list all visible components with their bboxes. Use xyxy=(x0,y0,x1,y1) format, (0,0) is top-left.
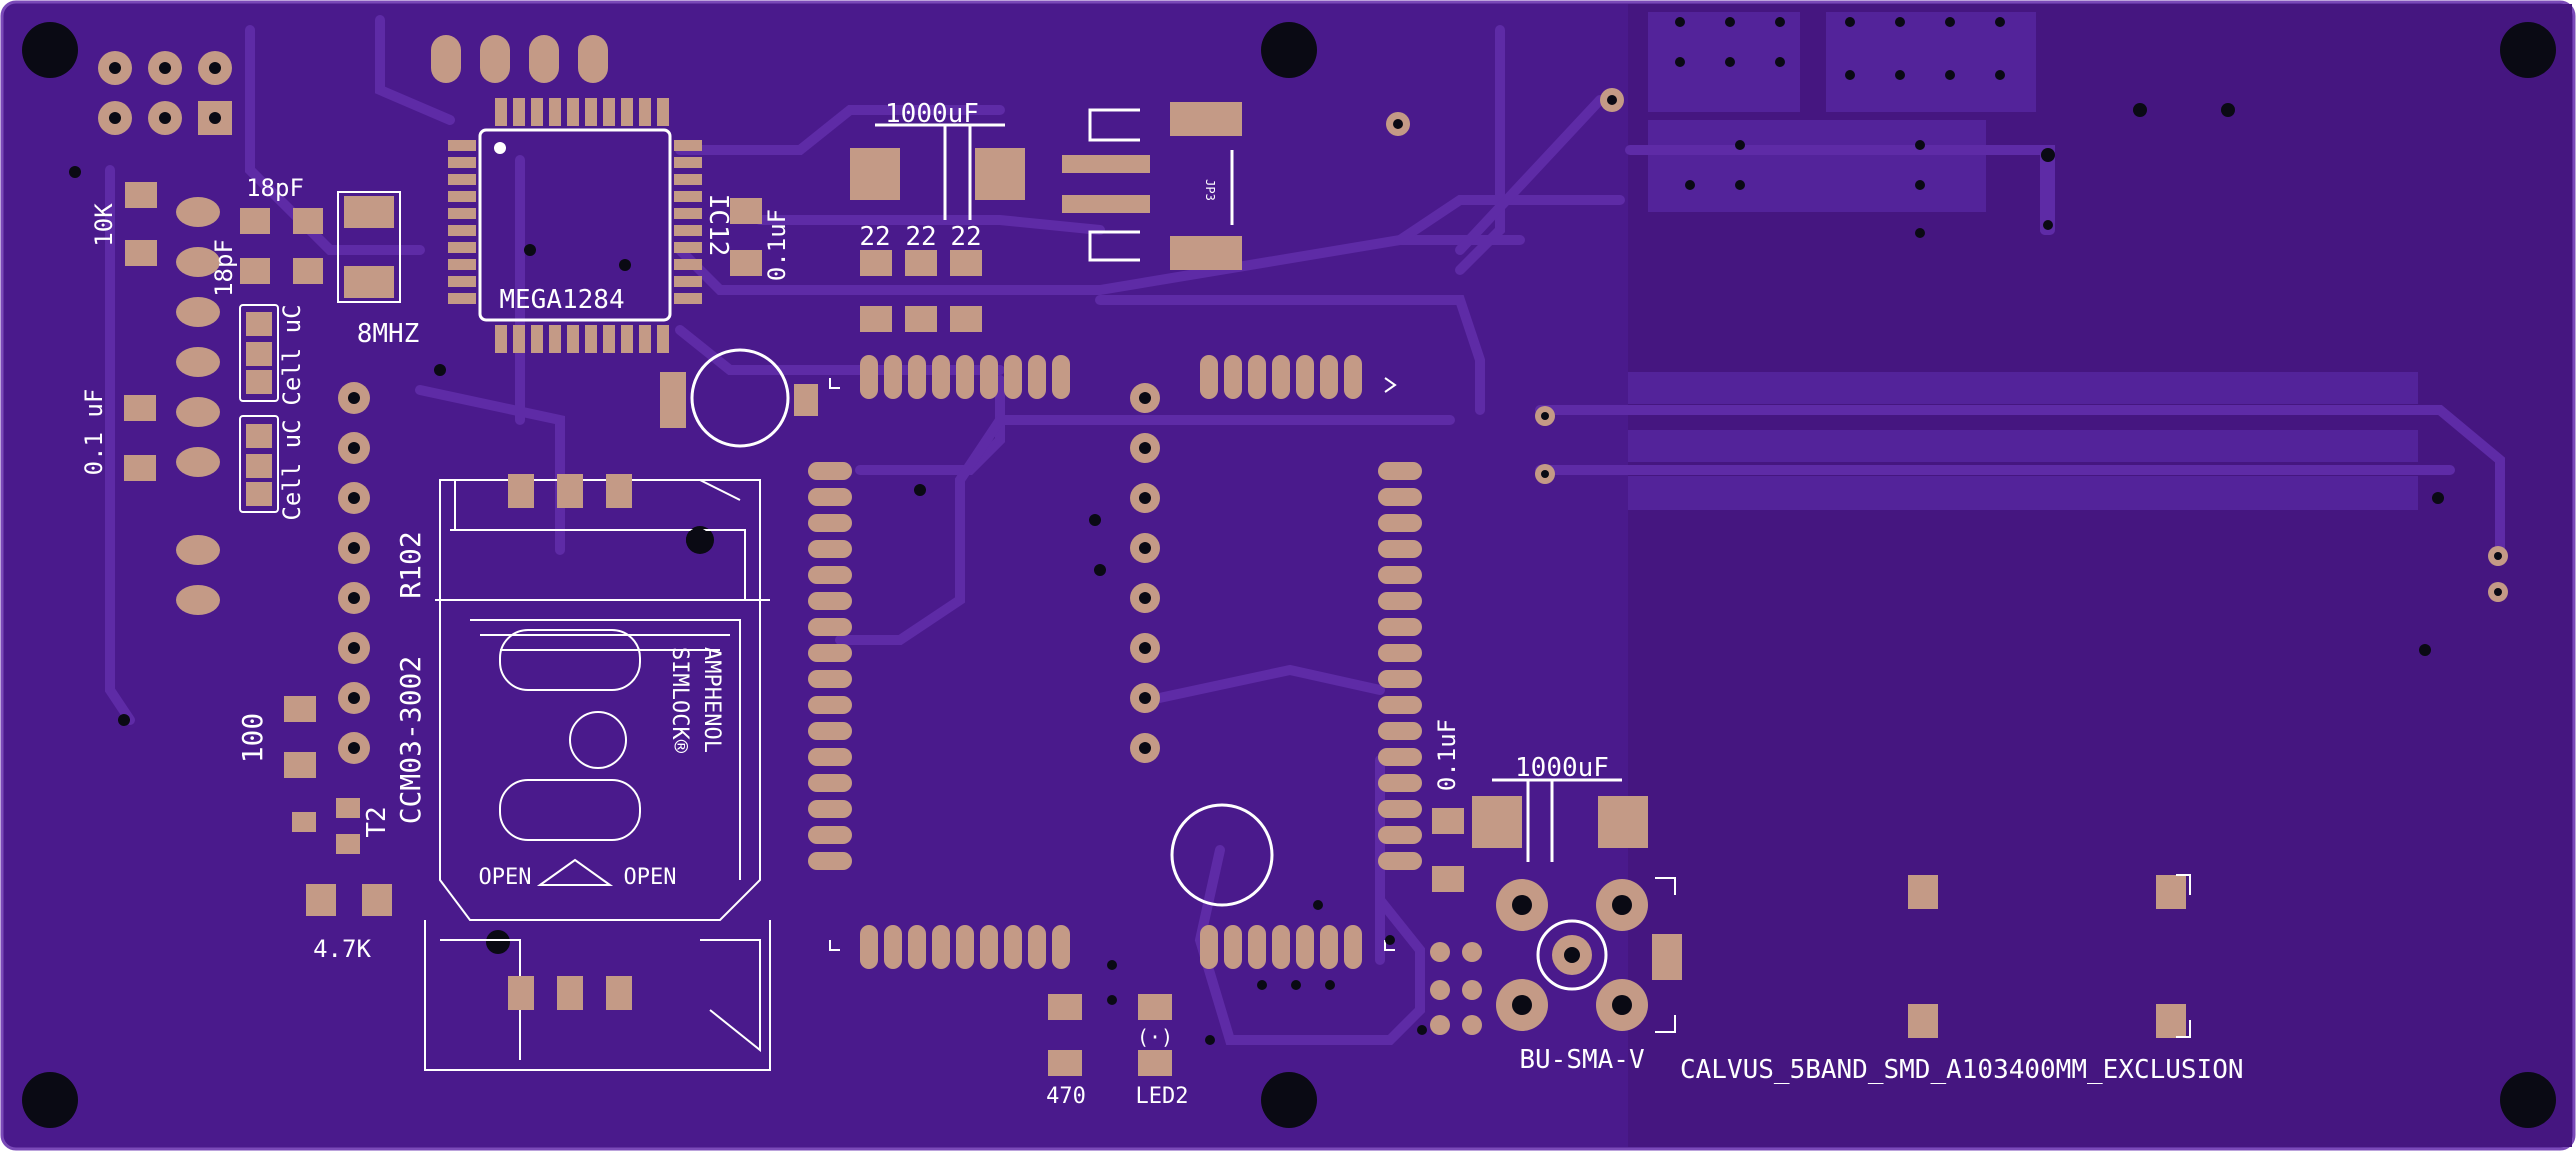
gsm-left-pads xyxy=(808,462,852,870)
gsm-module-outline xyxy=(829,377,1397,951)
label-cap-1000-top: 1000uF xyxy=(885,99,979,129)
crystal-body xyxy=(337,191,401,303)
cap-1000uf-bottom-pad1 xyxy=(1472,796,1522,848)
label-r100: 100 xyxy=(236,713,269,764)
label-18pf-top: 18pF xyxy=(246,174,304,202)
sma-connector xyxy=(1496,877,1682,1033)
crystal-pad-1 xyxy=(344,196,394,228)
label-18pf-left: 18pF xyxy=(210,239,238,297)
label-crystal: 8MHZ xyxy=(357,319,420,349)
copper-traces xyxy=(105,15,2505,1045)
shield-pad-1 xyxy=(1648,12,1800,112)
sma-vias xyxy=(1430,942,1482,1035)
small-vias xyxy=(69,17,2444,1045)
shield-pad-3 xyxy=(1648,120,1986,212)
antenna-trace-3 xyxy=(1628,476,2418,510)
label-cell-uc-1: Cell uC xyxy=(278,304,306,405)
mount-hole-bl xyxy=(22,1072,78,1128)
label-10k: 10K xyxy=(90,203,118,247)
jp3-pad-bottom xyxy=(1170,236,1242,270)
label-open-right: OPEN xyxy=(624,865,677,890)
resistor-470 xyxy=(1048,994,1082,1076)
shield-pad-2 xyxy=(1826,12,2036,112)
oval-pad-column xyxy=(176,197,220,615)
calvus-pads xyxy=(1908,875,2186,1038)
transistor-t2 xyxy=(292,798,360,854)
calvus-outline xyxy=(2176,874,2191,1038)
cap-01uf-mcu xyxy=(730,198,762,276)
label-ic12: IC12 xyxy=(703,194,733,257)
label-sma: BU-SMA-V xyxy=(1519,1045,1644,1075)
top-header xyxy=(431,35,608,83)
gsm-circle-mark xyxy=(1170,803,1274,907)
mount-hole-tr xyxy=(2500,22,2556,78)
round-component-pad2 xyxy=(794,384,818,416)
label-simlock: SIMLOCK® xyxy=(667,647,692,754)
jp3-pad-mid1 xyxy=(1062,155,1150,173)
cap-1000uf-top-outline xyxy=(875,123,1005,220)
cap-1000uf-bottom-pad2 xyxy=(1598,796,1648,848)
antenna-trace-1 xyxy=(1628,372,2418,404)
led2 xyxy=(1138,994,1172,1076)
cell-uc-pads xyxy=(246,312,272,506)
label-amphenol: AMPHENOL xyxy=(699,647,724,753)
resistor-10k xyxy=(125,182,157,266)
crystal-pad-2 xyxy=(344,266,394,298)
antenna-trace-2 xyxy=(1628,430,2418,462)
label-r22-c: 22 xyxy=(950,222,981,252)
label-open-left: OPEN xyxy=(479,865,532,890)
label-01uf-right: 0.1uF xyxy=(1433,719,1461,791)
mount-hole-tl xyxy=(22,22,78,78)
sim-contacts xyxy=(499,629,641,841)
cap-1000uf-top-pad2 xyxy=(975,148,1025,200)
mcu-chip xyxy=(478,128,672,322)
caps-18pf xyxy=(240,208,323,284)
mount-hole-top-mid xyxy=(1261,22,1317,78)
jp3-outline xyxy=(1088,108,1234,262)
label-r22-b: 22 xyxy=(905,222,936,252)
resistor-4-7k xyxy=(306,884,392,916)
cap-01uf-left xyxy=(124,395,156,481)
gsm-right-pads xyxy=(1378,462,1422,870)
mount-hole-br xyxy=(2500,1072,2556,1128)
mcu-pins xyxy=(448,98,702,353)
label-led2: LED2 xyxy=(1136,1084,1189,1109)
sim-hole xyxy=(686,528,710,552)
cap-1000uf-bottom-outline xyxy=(1492,778,1622,862)
label-01uf-left: 0.1 uF xyxy=(80,389,108,476)
cell-uc-outline-1 xyxy=(239,304,279,402)
label-jp3: JP3 xyxy=(1203,179,1217,201)
resistor-100 xyxy=(284,696,316,778)
cap-01uf-right xyxy=(1432,808,1464,892)
label-cap-1000-bottom: 1000uF xyxy=(1515,753,1609,783)
label-calvus: CALVUS_5BAND_SMD_A103400MM_EXCLUSION xyxy=(1680,1055,2244,1085)
cap-1000uf-top-pad1 xyxy=(850,148,900,200)
gsm-top-pads xyxy=(860,355,1362,399)
sim-holder-outline xyxy=(424,479,771,1071)
jp3-pad-mid2 xyxy=(1062,195,1150,213)
label-ccm: CCM03-3002 xyxy=(394,656,427,825)
label-r22-a: 22 xyxy=(859,222,890,252)
label-r102: R102 xyxy=(394,531,427,598)
round-component xyxy=(690,348,790,448)
cell-uc-outline-2 xyxy=(239,415,279,513)
gsm-center-header xyxy=(1130,383,1160,763)
mount-hole-sim xyxy=(486,930,510,954)
mount-hole-bottom-mid xyxy=(1261,1072,1317,1128)
gsm-bottom-pads xyxy=(860,925,1362,969)
header-column xyxy=(338,382,370,764)
label-cell-uc-2: Cell uC xyxy=(278,419,306,520)
resistors-22 xyxy=(860,250,982,332)
sim-pads xyxy=(508,474,632,1010)
label-01uf-mcu: 0.1uF xyxy=(763,209,791,281)
label-r47k: 4.7K xyxy=(313,935,371,963)
label-t2: T2 xyxy=(362,806,392,837)
label-mcu: MEGA1284 xyxy=(499,285,624,315)
round-component-pad1 xyxy=(660,372,686,428)
jp3-pad-top xyxy=(1170,102,1242,136)
label-r470: 470 xyxy=(1046,1084,1086,1109)
led2-symbol: (·) xyxy=(1137,1025,1173,1049)
